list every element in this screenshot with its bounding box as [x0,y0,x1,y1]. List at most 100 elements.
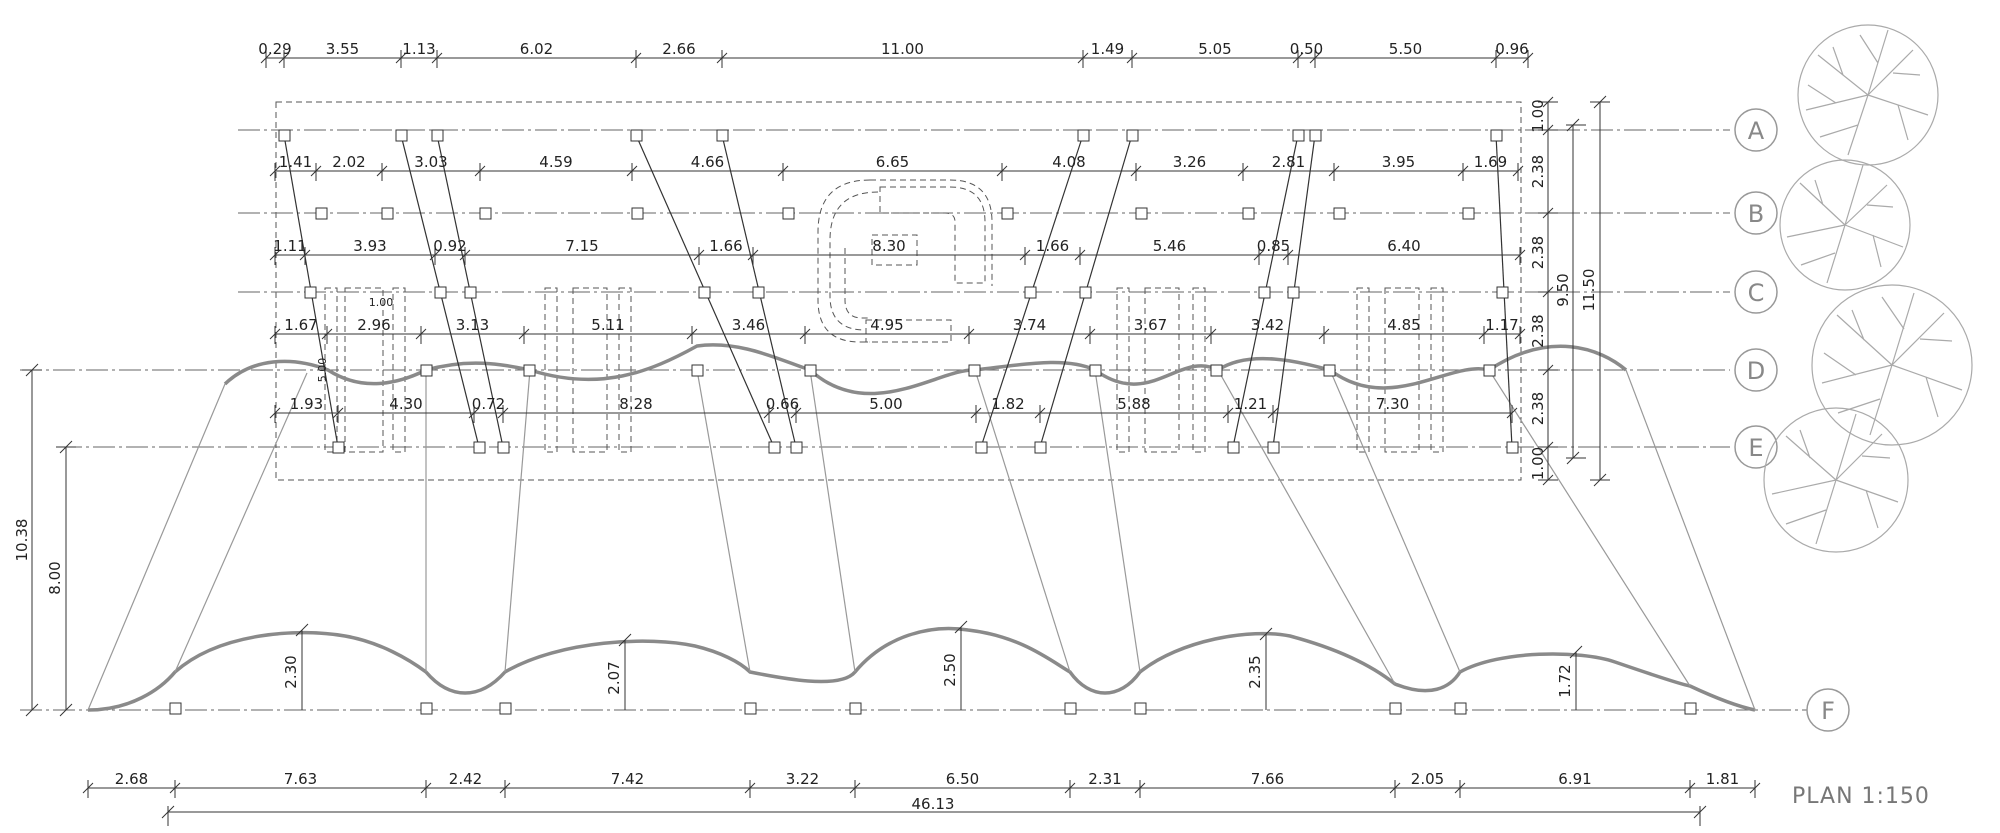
dim-label-bc: 1.66 [1036,237,1069,255]
tree-icon [1797,24,1939,166]
dim-label-bottom: 7.42 [611,770,644,788]
bench-outline [1356,287,1370,453]
dim-label-cd: 4.95 [870,316,903,334]
dim-label-top: 0.96 [1495,40,1528,58]
dim-label-ab: 3.03 [414,153,447,171]
dim-label-ab: 3.95 [1382,153,1415,171]
dim-label-ab: 2.02 [332,153,365,171]
bench-outline [1116,287,1130,453]
dim-label-cd: 3.67 [1134,316,1167,334]
bench-outline [544,287,558,453]
dim-label-cd: 1.67 [284,316,317,334]
dim-label-bottom: 7.66 [1251,770,1284,788]
dim-label-cd: 3.46 [732,316,765,334]
bench-outlines [324,287,1444,453]
dim-label-right: 2.38 [1529,314,1547,347]
roof-outline [275,101,1522,481]
dimension-chain-bottom: 2.68 7.63 2.42 7.42 3.22 6.50 2.31 7.66 2.05 6.91… [82,770,1761,798]
plan-title: PLAN 1:150 [1792,784,1930,809]
tree-icon [1779,159,1911,291]
dim-label-bottom: 1.81 [1706,770,1739,788]
dim-label-de: 1.82 [991,395,1024,413]
dim-label-bottom: 2.31 [1088,770,1121,788]
dim-label-bc: 1.11 [273,237,306,255]
dim-small-d: 5.00 [316,358,329,383]
dim-label-right: 2.38 [1529,392,1547,425]
grid-bubble-e [1734,425,1778,469]
dim-label-ab: 4.08 [1052,153,1085,171]
arch-height-3: 2.50 [941,653,959,686]
grid-bubble-f [1806,688,1850,732]
dim-label-bottom: 7.63 [284,770,317,788]
dim-label-cd: 1.17 [1485,316,1518,334]
dim-label-de: 7.30 [1376,395,1409,413]
dim-label-bottom: 2.05 [1411,770,1444,788]
dim-label-bottom: 2.68 [115,770,148,788]
arch-height-1: 2.30 [282,655,300,688]
dim-label-de: 5.00 [869,395,902,413]
dim-label-de: 0.72 [472,395,505,413]
grid-label-c: C [1748,279,1765,307]
bench-outline [344,287,384,453]
grid-bubble-d [1734,348,1778,392]
dim-label-top: 1.13 [402,40,435,58]
central-seating [817,179,993,343]
dim-label-ab: 1.41 [279,153,312,171]
dim-label-bc: 0.92 [433,237,466,255]
dim-label-right: 1.00 [1529,447,1547,480]
dim-label-right: 1.00 [1529,99,1547,132]
dim-total-label: 46.13 [912,795,955,813]
tree-icon [1763,407,1909,553]
arch-heights: 2.30 2.07 2.50 2.35 1.72 [282,620,1583,710]
dim-label-bc: 5.46 [1153,237,1186,255]
dim-label-de: 4.30 [389,395,422,413]
grid-bubble-a [1734,108,1778,152]
dim-label-de: 1.93 [290,395,323,413]
dim-label-bottom: 6.91 [1558,770,1591,788]
dim-label-ab: 2.81 [1272,153,1305,171]
tree-icon [1811,284,1973,446]
grid-label-a: A [1748,117,1765,145]
dim-label-top: 3.55 [326,40,359,58]
dim-label-top: 2.66 [662,40,695,58]
arch-height-5: 1.72 [1556,664,1574,697]
dim-label-top: 0.29 [258,40,291,58]
dim-label-de: 0.66 [766,395,799,413]
dim-left-inner: 8.00 [46,561,64,594]
dim-label-cd: 3.13 [456,316,489,334]
dim-label-right: 2.38 [1529,155,1547,188]
dim-label-bottom: 6.50 [946,770,979,788]
dimension-chain-right: 1.002.382.382.382.381.00 [1529,96,1558,486]
dim-label-cd: 2.96 [357,316,390,334]
bench-outline [618,287,632,453]
dim-left-outer: 10.38 [13,519,31,562]
canopy-edge-top [223,343,1628,396]
grid-bubble-b [1734,191,1778,235]
grid-label-b: B [1748,200,1764,228]
dim-label-top: 11.00 [881,40,924,58]
dim-label-ab: 4.66 [691,153,724,171]
grid-label-f: F [1821,697,1835,725]
canopy-edge-bottom [87,626,1756,712]
bench-outline [1192,287,1206,453]
dim-label-bc: 7.15 [565,237,598,255]
dim-label-bc: 6.40 [1387,237,1420,255]
bench-outline [392,287,406,453]
dim-label-top: 5.50 [1389,40,1422,58]
dim-small-c: 1.00 [369,296,394,309]
dim-label-bottom: 3.22 [786,770,819,788]
dim-label-bottom: 2.42 [449,770,482,788]
dim-label-top: 1.49 [1091,40,1124,58]
arch-height-2: 2.07 [605,661,623,694]
dim-label-cd: 3.42 [1251,316,1284,334]
dim-label-ab: 4.59 [539,153,572,171]
dim-label-bc: 8.30 [872,237,905,255]
dim-label-bc: 1.66 [709,237,742,255]
dim-label-bc: 3.93 [353,237,386,255]
grid-label-d: D [1747,357,1765,385]
dim-label-de: 5.88 [1117,395,1150,413]
